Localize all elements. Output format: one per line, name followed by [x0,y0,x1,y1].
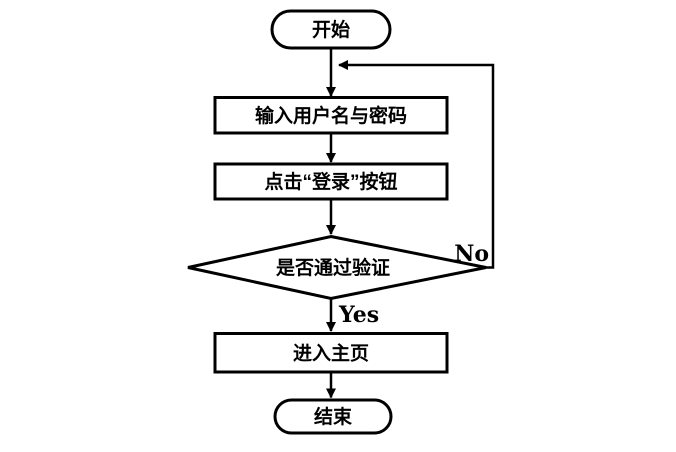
click-login-label: 点击“登录”按钮 [264,170,397,193]
edge-no-loopback [338,60,495,269]
end-label: 结束 [314,405,353,428]
node-labels: 开始 输入用户名与密码 点击“登录”按钮 是否通过验证 进入主页 结束 [255,18,407,428]
verify-label: 是否通过验证 [276,256,390,279]
start-label: 开始 [312,18,350,41]
input-credentials-label: 输入用户名与密码 [255,104,407,127]
edges [326,48,495,399]
input-credentials-process-shape [213,96,449,135]
verify-decision-diamond [187,234,487,301]
end-terminator-shape [273,398,393,435]
no-edge-label: No [454,241,489,267]
enter-home-label: 进入主页 [293,343,369,365]
click-login-process-shape [213,162,449,201]
edge-labels: Yes No [338,241,489,328]
yes-edge-label: Yes [338,302,379,328]
start-terminator-shape [270,9,392,50]
enter-home-process-shape [213,332,449,374]
nodes [187,9,487,435]
